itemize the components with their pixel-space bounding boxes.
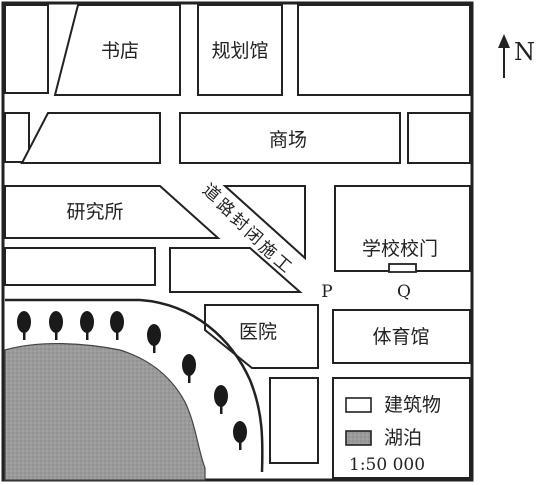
- legend-building-label: 建筑物: [384, 394, 441, 416]
- tree-icon: [214, 385, 228, 414]
- legend-box: [332, 377, 471, 479]
- north-label: N: [514, 38, 535, 66]
- tree-icon: [182, 354, 196, 383]
- lakeshore-road-edge: [5, 298, 264, 473]
- mall-label: 商场: [269, 129, 307, 151]
- block-row4-left: [4, 247, 156, 286]
- gymnasium-label: 体育馆: [372, 326, 429, 348]
- block-row2-left: [4, 112, 30, 163]
- legend-lake-swatch: [345, 430, 372, 446]
- north-arrow-head-icon: [498, 34, 510, 48]
- planning-hall-block: [197, 4, 283, 96]
- block-row4-middle: [169, 247, 303, 293]
- block-row2-middle: [20, 112, 161, 164]
- block-top-right: [297, 4, 471, 96]
- hospital-label: 医院: [239, 321, 277, 343]
- block-top-left: [4, 4, 49, 94]
- school-block: [334, 185, 471, 272]
- scale-label: 1:50 000: [349, 455, 425, 475]
- north-arrow: N: [498, 34, 535, 78]
- tree-icon: [233, 421, 247, 450]
- point-p-label: P: [321, 282, 332, 302]
- gymnasium-block: [332, 309, 471, 364]
- tree-icon: [147, 324, 161, 353]
- point-q-label: Q: [397, 282, 411, 302]
- school-gate-marker: [388, 263, 417, 273]
- construction-triangle: [222, 185, 306, 261]
- bookstore-block: [53, 4, 181, 96]
- bookstore-label: 书店: [101, 40, 139, 62]
- lake: [4, 342, 206, 481]
- planning-hall-label: 规划馆: [211, 40, 268, 62]
- block-lower-middle: [269, 377, 319, 464]
- tree-icon: [49, 311, 63, 340]
- block-row2-right: [407, 112, 471, 164]
- legend-lake-label: 湖泊: [384, 427, 422, 449]
- school-gate-label: 学校校门: [362, 238, 438, 260]
- tree-icon: [80, 311, 94, 340]
- legend-building-swatch: [345, 397, 372, 413]
- mall-block: [179, 112, 401, 164]
- research-institute-label: 研究所: [66, 201, 123, 223]
- tree-row: [17, 311, 247, 450]
- research-block: [4, 185, 221, 239]
- tree-icon: [17, 311, 31, 340]
- tree-icon: [110, 311, 124, 340]
